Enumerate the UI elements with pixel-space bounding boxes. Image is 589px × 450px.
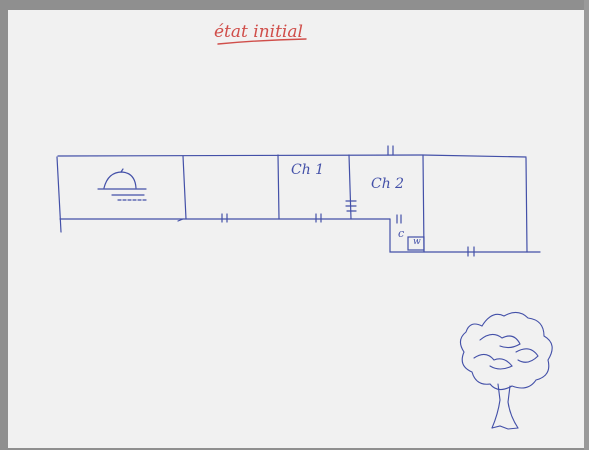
top-wall [57,154,527,158]
door-mark-2 [315,213,322,223]
window-mark [387,145,394,156]
tree-icon [459,311,553,430]
room-label-closet: c [398,227,405,240]
paper-sheet [8,10,584,448]
divider-2 [277,154,280,220]
title-underline [217,38,307,45]
door-mark-1 [221,213,228,223]
right-wall [525,157,528,253]
paper-edge [584,0,589,450]
wc-box [407,236,425,251]
left-wall [56,156,62,233]
bottom-wall [389,218,541,253]
divider-3 [348,154,352,220]
door-mark-4 [467,246,475,257]
diagram-title: état initial [214,22,303,42]
stove-icon [97,168,147,201]
room-label-ch2: Ch 2 [371,176,405,192]
door-swing [177,218,184,222]
room-label-wc: w [413,237,421,247]
door-mark-3 [396,214,402,224]
divider-4 [422,154,425,253]
stair-mark [345,200,357,212]
divider-1 [182,155,187,220]
room-label-ch1: Ch 1 [291,162,325,178]
